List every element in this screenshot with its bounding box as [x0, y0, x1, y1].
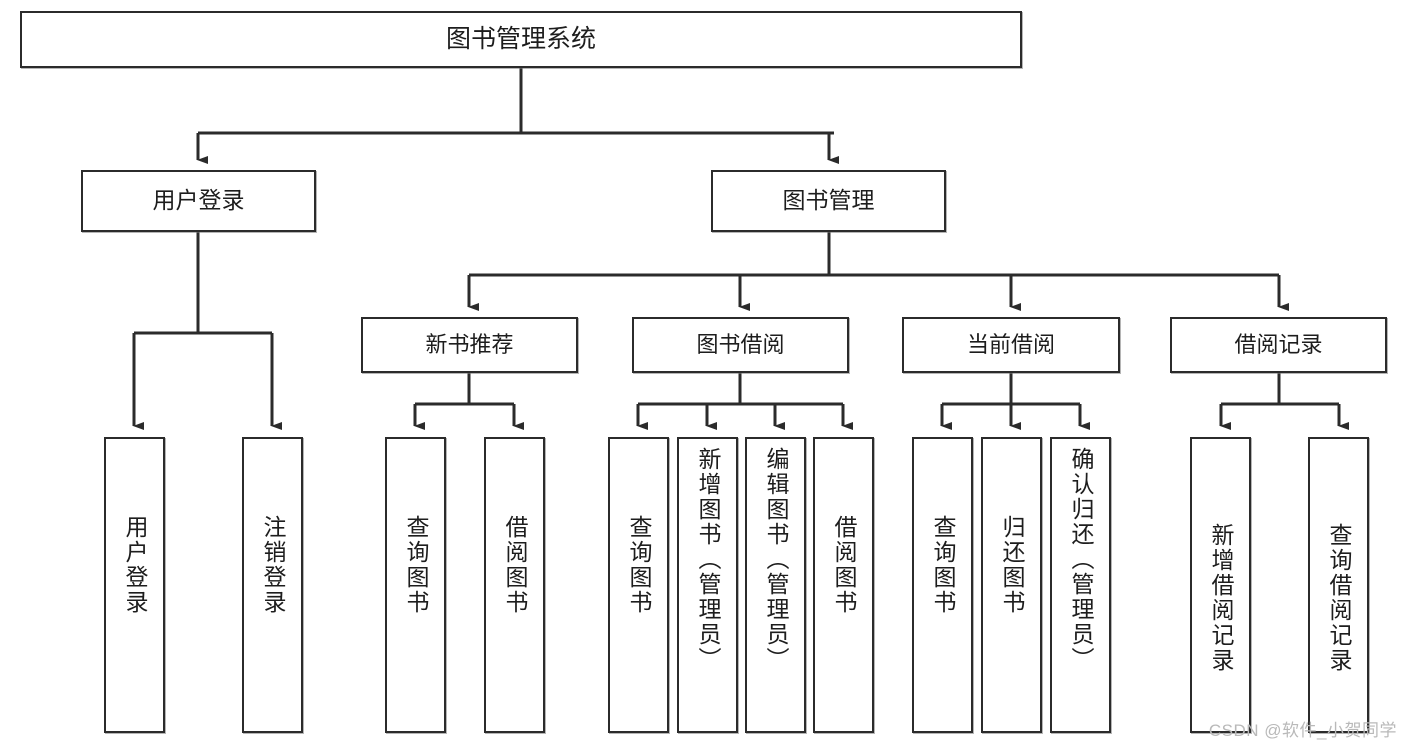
node-book-manage-label: 图书管理	[782, 187, 875, 214]
node-new-book-recommend[interactable]: 新书推荐	[361, 317, 578, 373]
node-leaf-query-book-3-label: 查询图书	[930, 515, 956, 615]
node-leaf-query-record-label: 查询借阅记录	[1326, 523, 1352, 673]
node-leaf-return-book-label: 归还图书	[999, 515, 1025, 615]
node-borrow-record-label: 借阅记录	[1234, 332, 1323, 358]
node-leaf-query-book-2-label: 查询图书	[626, 515, 652, 615]
node-leaf-edit-book-label: 编辑图书（管理员）	[763, 447, 789, 672]
node-user-login[interactable]: 用户登录	[81, 170, 316, 232]
node-leaf-borrow-book-1-label: 借阅图书	[502, 515, 528, 615]
node-user-login-label: 用户登录	[152, 187, 245, 214]
node-new-book-recommend-label: 新书推荐	[425, 332, 514, 358]
node-root[interactable]: 图书管理系统	[20, 11, 1022, 68]
node-leaf-query-book-3[interactable]: 查询图书	[912, 437, 973, 733]
node-leaf-query-book-2[interactable]: 查询图书	[608, 437, 669, 733]
node-leaf-user-login-label: 用户登录	[122, 515, 148, 615]
node-current-borrow[interactable]: 当前借阅	[902, 317, 1120, 373]
node-borrow-record[interactable]: 借阅记录	[1170, 317, 1387, 373]
node-current-borrow-label: 当前借阅	[966, 332, 1055, 358]
watermark: CSDN @软件_小贺同学	[1208, 721, 1397, 740]
node-book-borrow[interactable]: 图书借阅	[632, 317, 849, 373]
node-leaf-borrow-book-1[interactable]: 借阅图书	[484, 437, 545, 733]
node-leaf-borrow-book-2[interactable]: 借阅图书	[813, 437, 874, 733]
node-leaf-edit-book[interactable]: 编辑图书（管理员）	[745, 437, 806, 733]
node-root-label: 图书管理系统	[445, 24, 596, 53]
node-leaf-add-book[interactable]: 新增图书（管理员）	[677, 437, 738, 733]
node-leaf-borrow-book-2-label: 借阅图书	[831, 515, 857, 615]
node-leaf-logout-login[interactable]: 注销登录	[242, 437, 303, 733]
node-leaf-user-login[interactable]: 用户登录	[104, 437, 165, 733]
node-leaf-query-book-1[interactable]: 查询图书	[385, 437, 446, 733]
node-leaf-query-record[interactable]: 查询借阅记录	[1308, 437, 1369, 733]
node-leaf-add-book-label: 新增图书（管理员）	[695, 447, 721, 672]
node-leaf-add-record[interactable]: 新增借阅记录	[1190, 437, 1251, 733]
node-book-borrow-label: 图书借阅	[696, 332, 785, 358]
node-leaf-return-book[interactable]: 归还图书	[981, 437, 1042, 733]
node-leaf-confirm-return[interactable]: 确认归还（管理员）	[1050, 437, 1111, 733]
node-leaf-query-book-1-label: 查询图书	[403, 515, 429, 615]
node-leaf-confirm-return-label: 确认归还（管理员）	[1068, 447, 1094, 672]
node-leaf-add-record-label: 新增借阅记录	[1208, 523, 1234, 673]
node-book-manage[interactable]: 图书管理	[711, 170, 946, 232]
node-leaf-logout-login-label: 注销登录	[260, 515, 286, 615]
